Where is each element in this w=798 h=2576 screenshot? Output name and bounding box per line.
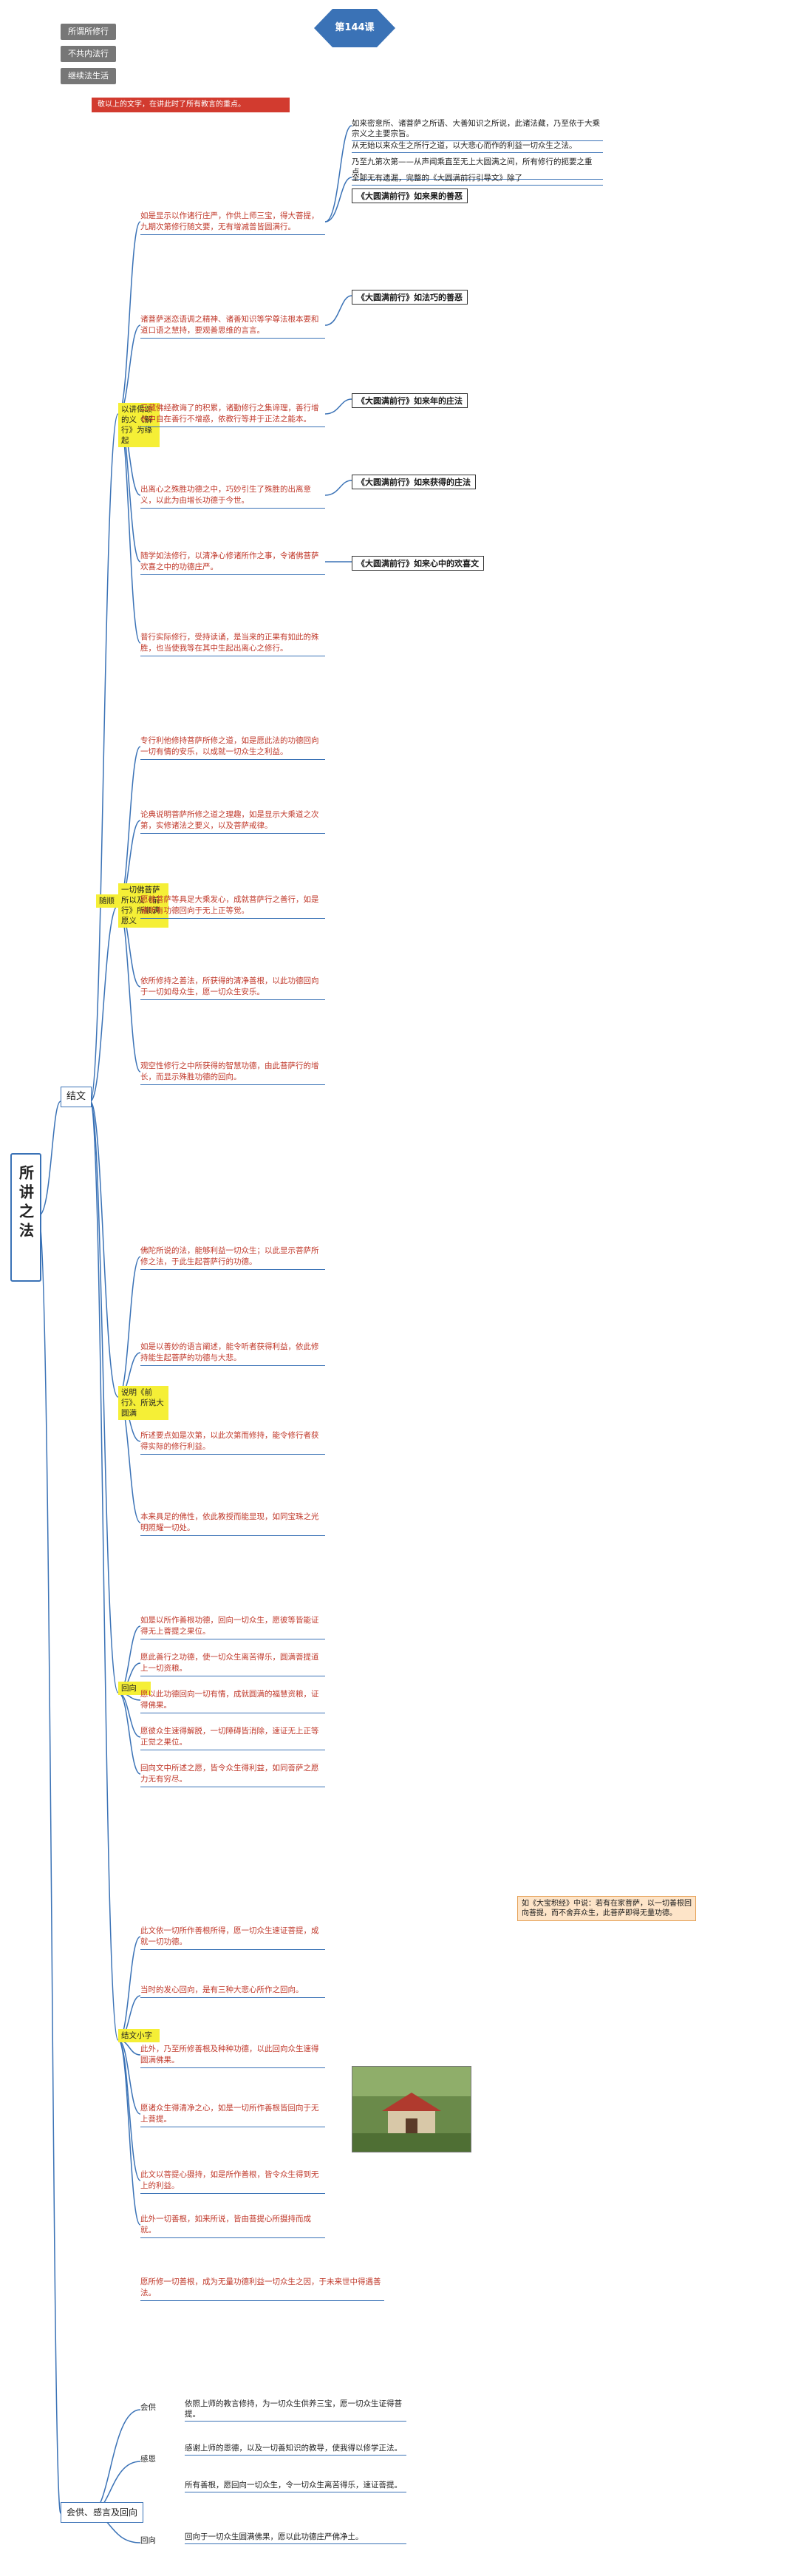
s6-sub-2: 感恩	[140, 2455, 156, 2464]
root-title: 所讲之法	[16, 1165, 35, 1242]
s4-line-2: 愿此善行之功德，使一切众生离苦得乐，圆满菩提道上一切资粮。	[140, 1652, 325, 1676]
s2-branch-1: 专行利他修持菩萨所修之道，如是愿此法的功德回向一切有情的安乐，以成就一切众生之利…	[140, 735, 325, 760]
s1-branch-5: 随学如法修行，以清净心修诸所作之事，令诸佛菩萨欢喜之中的功德庄严。	[140, 551, 325, 575]
s6-sub-1: 会供	[140, 2403, 156, 2412]
s3-line-2: 如是以善妙的语言阐述，能令听者获得利益，依此修持能生起菩萨的功德与大悲。	[140, 1342, 325, 1366]
s6-line-1: 依照上师的教言修持，为一切众生供养三宝，愿一切众生证得菩提。	[185, 2399, 406, 2422]
header-tag-3: 继续法生活	[61, 68, 116, 84]
s6-line-3: 所有善根，愿回向一切众生，令一切众生离苦得乐，速证菩提。	[185, 2480, 406, 2492]
sub-jiewen-small: 结文小字	[118, 2029, 160, 2042]
box-5: 《大圆满前行》如来心中的欢喜文	[352, 556, 484, 571]
s1-branch-4: 出离心之殊胜功德之中，巧妙引生了殊胜的出离意义，以此为由增长功德于今世。	[140, 484, 325, 509]
root-node: 所讲之法	[10, 1153, 41, 1282]
s5-line-5: 此文以菩提心摄持，如是所作善根，皆令众生得到无上的利益。	[140, 2169, 325, 2194]
sub-yuanqi: 以讲偈颂的义《解行》为缘起	[118, 403, 160, 447]
s5-line-2: 当时的发心回向，是有三种大悲心所作之回向。	[140, 1985, 325, 1998]
s2-branch-4: 依所修持之善法，所获得的清净善根，以此功德回向于一切如母众生，愿一切众生安乐。	[140, 976, 325, 1000]
header-tag-2: 不共内法行	[61, 46, 116, 62]
sub-suishun: 随顺	[96, 894, 120, 908]
s1-branch-2: 诸菩萨迷恋语调之精神、诸善知识等学尊法根本要和道口语之慧持，要观善思维的言言。	[140, 314, 325, 339]
s5-line-4: 愿诸众生得清净之心，如是一切所作善根皆回向于无上菩提。	[140, 2103, 325, 2127]
s1-leaf-2: 从无始以来众生之所行之道，以大悲心而作的利益一切众生之法。	[352, 140, 603, 153]
s2-branch-5: 观空性修行之中所获得的智慧功德，由此菩萨行的增长，而显示殊胜功德的回向。	[140, 1061, 325, 1085]
s6-line-4: 回向于一切众生圆满佛果，愿以此功德庄严佛净土。	[185, 2532, 406, 2544]
s4-line-3: 愿以此功德回向一切有情，成就圆满的福慧资粮，证得佛果。	[140, 1689, 325, 1713]
category-jiewen: 结文	[61, 1087, 92, 1107]
s6-line-2: 感谢上师的恩德，以及一切善知识的教导，使我得以修学正法。	[185, 2443, 406, 2456]
s5-end-line: 愿所修一切善根，成为无量功德利益一切众生之因，于未来世中得遇善法。	[140, 2277, 384, 2301]
s5-line-6: 此外一切善根，如来所说，皆由菩提心所摄持而成就。	[140, 2214, 325, 2238]
sub-qianxing: 说明《前行》、所说大圆满	[118, 1386, 168, 1420]
s5-line-1: 此文依一切所作善根所得，愿一切众生速证菩提，成就一切功德。	[140, 1926, 325, 1950]
s3-line-4: 本来具足的佛性，依此教授而能显现，如同宝珠之光明照耀一切处。	[140, 1512, 325, 1536]
temple-photo	[352, 2066, 471, 2152]
box-1: 《大圆满前行》如来果的善恶	[352, 188, 468, 203]
box-3: 《大圆满前行》如来年的庄法	[352, 393, 468, 408]
category-huigong: 会供、感言及回向	[61, 2502, 143, 2523]
box-4: 《大圆满前行》如来获得的庄法	[352, 475, 476, 489]
s1-branch-3: 三藏佛经教诲了的积累，诸勤修行之集谛理，善行增长中自在善行不增惑，依教行等并于正…	[140, 403, 325, 427]
s4-line-4: 愿彼众生速得解脱，一切障碍皆消除，速证无上正等正觉之果位。	[140, 1726, 325, 1750]
quote-note: 如《大宝积经》中说：若有在家菩萨，以一切善根回向菩提，而不舍弃众生，此菩萨即得无…	[517, 1896, 696, 1921]
sub-suishun-detail: 一切佛菩萨所以及《前行》所顺满愿义	[118, 883, 168, 928]
s1-branch-6: 普行实际修行，受持读诵，是当来的正果有如此的殊胜，也当使我等在其中生起出离心之修…	[140, 632, 325, 656]
header-tag-1: 所谓所修行	[61, 24, 116, 40]
lesson-title-badge: 第144课	[314, 9, 395, 47]
s1-branch-1: 如是显示以作诸行庄严，作供上师三宝，得大菩提，九期次第修行随文要，无有增减普皆圆…	[140, 211, 325, 235]
s2-branch-3: 愿彼菩萨等具足大乘发心，成就菩萨行之善行，如是诸所有功德回向于无上正等觉。	[140, 894, 325, 919]
s4-line-1: 如是以所作善根功德，回向一切众生，愿彼等皆能证得无上菩提之果位。	[140, 1615, 325, 1639]
lesson-title: 第144课	[335, 22, 375, 33]
s6-sub-3: 回向	[140, 2536, 156, 2545]
s2-branch-2: 论典说明菩萨所修之道之理趣，如是显示大乘道之次第，实修诸法之要义，以及菩萨戒律。	[140, 809, 325, 834]
s1-leaf-1: 如来密意所、诸菩萨之所语、大善知识之所说，此诸法藏，乃至依于大乘宗义之主要宗旨。	[352, 118, 603, 141]
s5-line-3: 此外，乃至所修善根及种种功德，以此回向众生速得圆满佛果。	[140, 2044, 325, 2068]
s1-leaf-4: 全部无有遗漏，完整的《大圆满前行引导文》除了	[352, 173, 603, 186]
s4-line-5: 回向文中所述之愿，皆令众生得利益，如同菩萨之愿力无有穷尽。	[140, 1763, 325, 1787]
s3-line-1: 佛陀所说的法，能够利益一切众生；以此显示菩萨所修之法，于此生起菩萨行的功德。	[140, 1245, 325, 1270]
red-note: 敬以上的文字，在讲此时了所有教言的重点。	[92, 98, 290, 112]
sub-huixiang: 回向	[118, 1682, 151, 1695]
s3-line-3: 所述要点如是次第，以此次第而修持，能令修行者获得实际的修行利益。	[140, 1430, 325, 1455]
box-2: 《大圆满前行》如法巧的善恶	[352, 290, 468, 305]
s1-leaf-3: 乃至九第次第——从声闻乘直至无上大圆满之间，所有修行的扼要之重点。	[352, 157, 603, 180]
